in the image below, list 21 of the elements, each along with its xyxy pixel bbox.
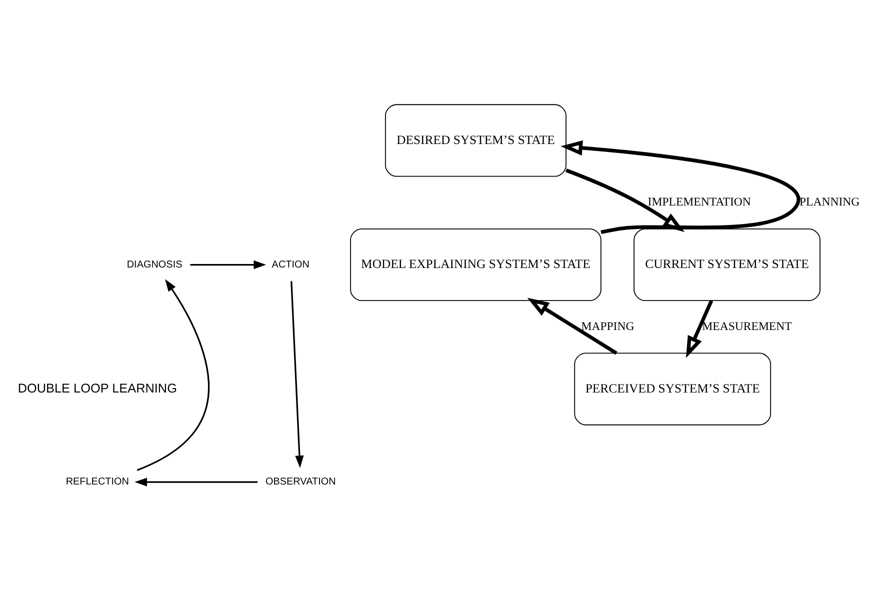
edge-label: MAPPING xyxy=(581,318,634,333)
node-box: CURRENT SYSTEM’S STATE xyxy=(634,228,820,302)
node-box: PERCEIVED SYSTEM’S STATE xyxy=(574,352,772,426)
node-text: OBSERVATION xyxy=(265,476,336,488)
arrow xyxy=(290,281,304,468)
arrow xyxy=(560,140,800,234)
arrow xyxy=(565,168,685,232)
node-box: MODEL EXPLAINING SYSTEM’S STATE xyxy=(350,228,602,302)
arrow xyxy=(136,279,210,471)
edge-label: PLANNING xyxy=(799,194,860,209)
arrow xyxy=(190,260,266,270)
node-box: DESIRED SYSTEM’S STATE xyxy=(385,104,566,177)
node-text: DIAGNOSIS xyxy=(126,259,182,270)
arrow xyxy=(686,300,714,358)
node-text: ACTION xyxy=(272,259,310,270)
arrow xyxy=(527,298,618,355)
node-text: REFLECTION xyxy=(66,476,129,488)
edge-label: MEASUREMENT xyxy=(702,318,792,333)
arrow xyxy=(134,478,258,486)
edge-label: IMPLEMENTATION xyxy=(648,194,751,209)
label: DOUBLE LOOP LEARNING xyxy=(18,381,177,396)
